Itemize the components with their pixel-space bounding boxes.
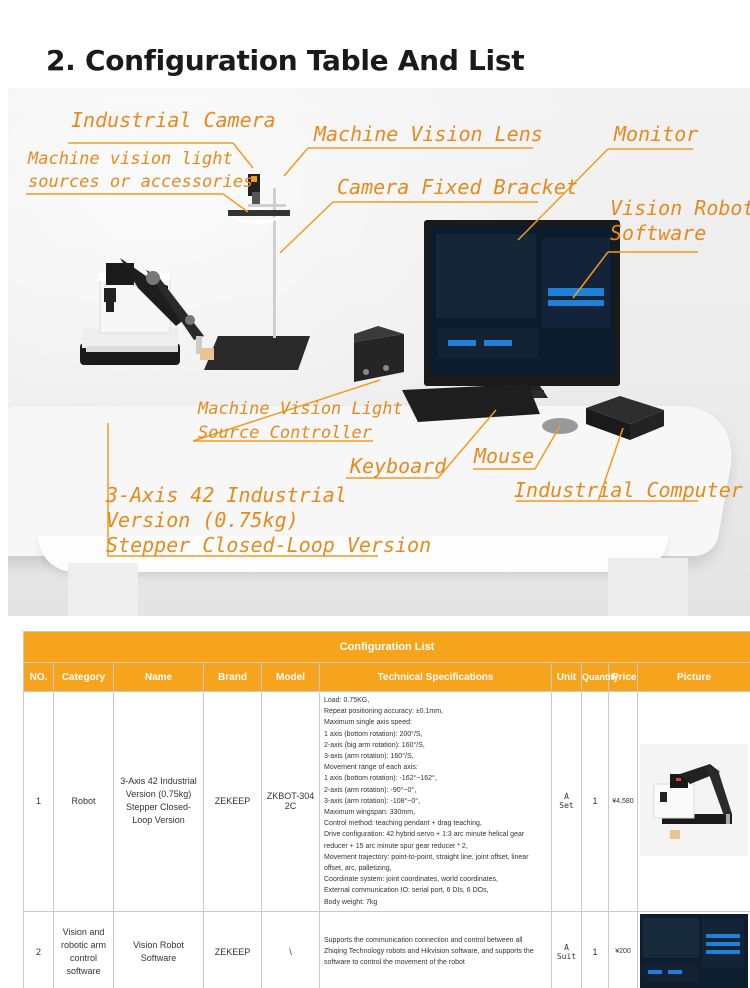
table-row: 2 Vision and robotic arm control softwar… (23, 910, 750, 988)
label-light-controller-line2: Source Controller (198, 423, 372, 443)
label-light-controller-line1: Machine Vision Light (198, 399, 403, 419)
robot-arm-photo (640, 744, 748, 857)
industrial-computer (586, 396, 664, 440)
label-monitor: Monitor (614, 122, 699, 146)
cell-quantity: 1 (581, 691, 609, 912)
cell-price: ¥4,580 (608, 691, 638, 912)
keyboard (402, 384, 540, 422)
col-unit: Unit (551, 662, 582, 692)
robot-arm (80, 258, 214, 365)
cell-unit: A Suit (551, 910, 582, 988)
cell-price: ¥200 (608, 910, 638, 988)
cell-quantity: 1 (581, 910, 609, 988)
col-quantity: Quantity (581, 662, 619, 692)
label-industrial-computer: Industrial Computer (514, 478, 743, 502)
monitor (424, 220, 620, 398)
cell-category: Robot (53, 691, 114, 912)
page-title: 2. Configuration Table And List (46, 44, 525, 77)
cell-specs: Supports the communication connection an… (319, 910, 552, 988)
cell-name: Vision Robot Software (113, 910, 204, 988)
cell-unit: A Set (551, 691, 582, 912)
table-caption: Configuration List (23, 631, 750, 663)
label-light-sources-line1: Machine vision light (28, 149, 233, 169)
label-light-sources-line2: sources or accessories (28, 172, 254, 192)
camera-stand (204, 174, 310, 370)
cell-specs: Load: 0.75KG, Repeat positioning accurac… (319, 691, 552, 912)
cell-no: 2 (23, 910, 54, 988)
col-category: Category (53, 662, 114, 692)
cell-no: 1 (23, 691, 54, 912)
label-camera-bracket: Camera Fixed Bracket (337, 175, 578, 199)
col-name: Name (113, 662, 204, 692)
label-vision-software-line1: Vision Robot (610, 196, 750, 220)
desk-leg-left (68, 563, 138, 616)
label-keyboard: Keyboard (350, 454, 447, 478)
cell-name: 3-Axis 42 Industrial Version (0.75kg) St… (113, 691, 204, 912)
label-mouse: Mouse (474, 444, 535, 468)
scene-illustration (26, 142, 698, 557)
cell-model: ZKBOT-3042C (261, 691, 320, 912)
cell-picture (637, 691, 750, 912)
light-controller (354, 326, 404, 382)
col-brand: Brand (203, 662, 262, 692)
cell-category: Vision and robotic arm control software (53, 910, 114, 988)
product-scene: Industrial Camera Machine Vision Lens Mo… (8, 88, 750, 616)
cell-brand: ZEKEEP (203, 910, 262, 988)
col-picture: Picture (637, 662, 750, 692)
leader-lines (26, 142, 698, 557)
col-price: Price (608, 662, 638, 692)
table-row: 1 Robot 3-Axis 42 Industrial Version (0.… (23, 691, 750, 912)
cell-brand: ZEKEEP (203, 691, 262, 912)
configuration-table-wrapper: Configuration List NO. Category Name Bra… (23, 631, 750, 988)
desk-front (38, 536, 668, 572)
label-robot-line2: Version (0.75kg) (106, 508, 299, 532)
label-robot-line3: Stepper Closed-Loop Version (106, 533, 432, 557)
cell-picture (637, 910, 750, 988)
col-model: Model (261, 662, 320, 692)
label-vision-software-line2: Software (610, 221, 707, 245)
col-no: NO. (23, 662, 54, 692)
label-robot-line1: 3-Axis 42 Industrial (106, 483, 347, 507)
label-machine-vision-lens: Machine Vision Lens (314, 122, 543, 146)
desk-leg-right (608, 558, 688, 616)
cell-model: \ (261, 910, 320, 988)
label-industrial-camera: Industrial Camera (71, 108, 276, 132)
configuration-table: Configuration List NO. Category Name Bra… (23, 631, 750, 988)
software-screenshot (640, 913, 748, 988)
col-specs: Technical Specifications (319, 662, 552, 692)
